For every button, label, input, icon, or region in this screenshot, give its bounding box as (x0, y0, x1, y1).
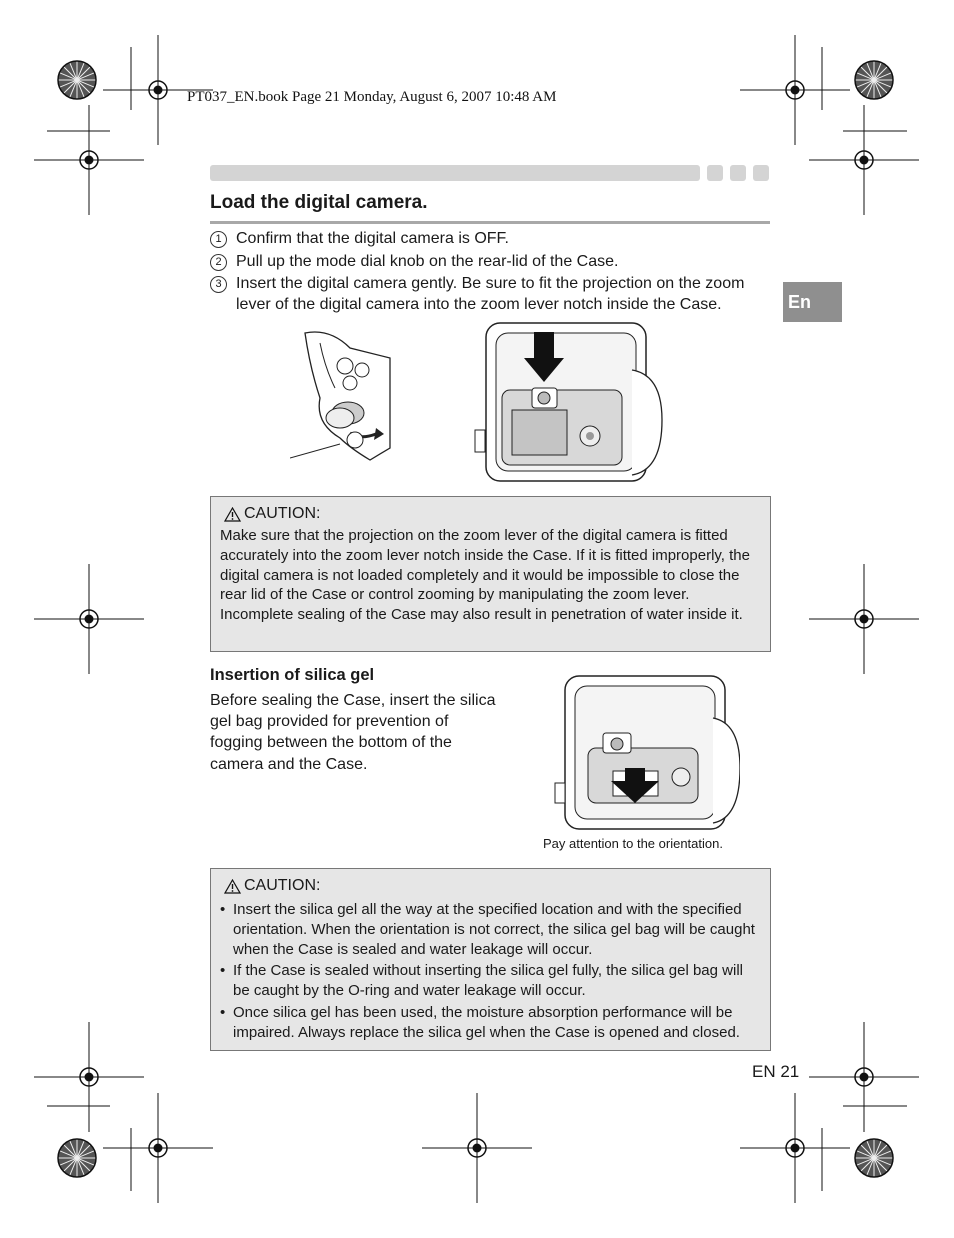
star-target-icon (854, 60, 894, 100)
registration-mark-icon (808, 563, 920, 675)
caution-label: CAUTION: (244, 877, 321, 894)
caution-heading: CAUTION: (224, 877, 320, 895)
registration-mark-icon (808, 1021, 920, 1133)
registration-mark-icon (739, 1092, 851, 1204)
registration-mark-icon (739, 34, 851, 146)
warning-triangle-icon (224, 878, 241, 894)
mode-dial-illustration (290, 331, 391, 461)
star-target-icon (57, 60, 97, 100)
step-item: 1 Confirm that the digital camera is OFF… (210, 229, 775, 250)
caution-text: Make sure that the projection on the zoo… (220, 527, 750, 624)
header-bar-long (210, 165, 700, 181)
registration-mark-icon (102, 1092, 214, 1204)
star-target-icon (57, 1138, 97, 1178)
print-header: PT037_EN.book Page 21 Monday, August 6, … (187, 89, 557, 105)
silica-title: Insertion of silica gel (210, 666, 375, 684)
step-text: Confirm that the digital camera is OFF. (236, 230, 509, 247)
registration-mark-icon (808, 104, 920, 216)
step-number: 2 (210, 253, 227, 271)
caution-bullet-list: Insert the silica gel all the way at the… (220, 900, 762, 1045)
section-title: Load the digital camera. (210, 192, 428, 213)
registration-mark-icon (33, 563, 145, 675)
camera-case-illustration (474, 322, 663, 482)
step-item: 3 Insert the digital camera gently. Be s… (210, 274, 775, 315)
step-text: Insert the digital camera gently. Be sur… (236, 275, 745, 313)
caution-bullet: Once silica gel has been used, the moist… (220, 1003, 762, 1043)
step-number: 1 (210, 231, 227, 248)
page-number: EN 21 (752, 1062, 800, 1081)
silica-text: Before sealing the Case, insert the sili… (210, 692, 496, 773)
language-tab: En (783, 282, 842, 322)
step-text: Pull up the mode dial knob on the rear-l… (236, 252, 619, 270)
warning-triangle-icon (224, 506, 241, 522)
caution-heading: CAUTION: (224, 505, 320, 523)
header-bar-square (730, 165, 746, 181)
caution-bullet: If the Case is sealed without inserting … (220, 961, 762, 1001)
header-bar-square (707, 165, 723, 181)
title-rule (210, 221, 770, 224)
step-number: 3 (210, 276, 227, 293)
silica-gel-illustration (554, 675, 740, 830)
caution-box: CAUTION: Insert the silica gel all the w… (210, 868, 771, 1051)
step-list: 1 Confirm that the digital camera is OFF… (210, 229, 775, 317)
caution-box: CAUTION: Make sure that the projection o… (210, 496, 771, 652)
registration-mark-icon (421, 1092, 533, 1204)
star-target-icon (854, 1138, 894, 1178)
caution-label: CAUTION: (244, 505, 321, 522)
registration-mark-icon (33, 1021, 145, 1133)
caution-bullet: Insert the silica gel all the way at the… (220, 900, 762, 959)
header-bar-square (753, 165, 769, 181)
step-item: 2 Pull up the mode dial knob on the rear… (210, 252, 775, 273)
silica-caption: Pay attention to the orientation. (543, 836, 723, 851)
registration-mark-icon (33, 104, 145, 216)
